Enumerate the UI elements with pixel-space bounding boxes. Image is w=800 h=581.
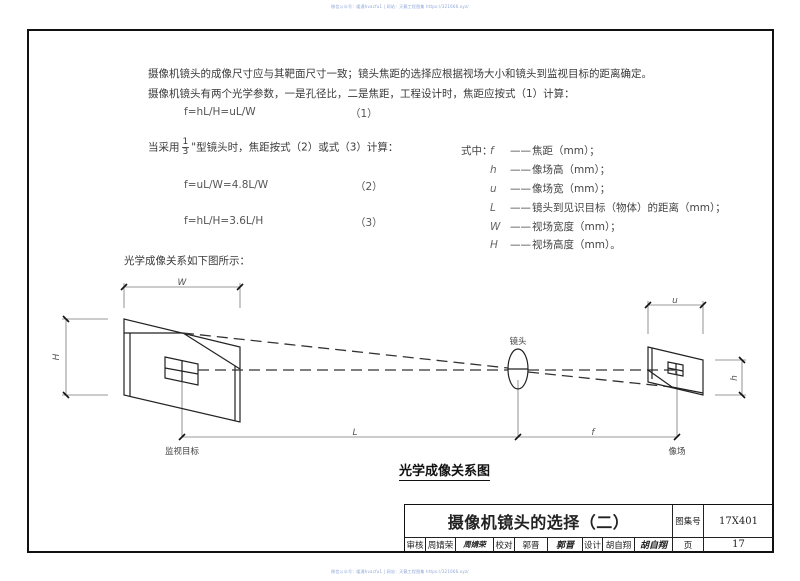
legend-desc: 视场高度（mm）。 <box>532 239 621 251</box>
paragraph-3-suffix: "型镜头时，焦距按式（2）或式（3）计算： <box>191 141 399 154</box>
formula-2-number: （2） <box>355 181 383 193</box>
atlas-number-label: 图集号 <box>672 505 703 537</box>
legend-desc: 视场宽度（mm）； <box>532 221 621 233</box>
reviewer-signature: 周婧荣 <box>455 537 493 552</box>
watermark-bottom: 微信公众号：暖通hvacfu1 | 网站：天籁工程图集 https://3216… <box>331 569 469 574</box>
legend-symbol: u <box>490 183 497 195</box>
legend-dash: —— <box>510 183 531 195</box>
paragraph-1: 摄像机镜头的成像尺寸应与其靶面尺寸一致；镜头焦距的选择应根据视场大小和镜头到监视… <box>148 68 652 80</box>
legend-dash: —— <box>510 239 531 251</box>
atlas-number: 17X401 <box>703 505 773 537</box>
label-lens: 镜头 <box>509 336 527 347</box>
dim-label-u: u <box>672 296 678 306</box>
watermark-top: 微信公众号：暖通hvacfu1 | 网站：天籁工程图集 https://3216… <box>331 4 469 9</box>
formula-3: f=hL/H=3.6L/H <box>184 215 264 227</box>
designer-name: 胡自翔 <box>602 537 634 552</box>
legend-desc: 像场高（mm）； <box>532 164 611 176</box>
legend-item: h ——像场高（mm）； <box>490 162 610 177</box>
label-monitor-target: 监视目标 <box>165 446 200 457</box>
dim-label-f: f <box>591 428 596 438</box>
dim-label-L: L <box>352 428 357 438</box>
legend-desc: 焦距（mm）； <box>532 145 600 157</box>
legend-item: f ——焦距（mm）； <box>490 143 600 158</box>
dim-label-W: W <box>178 278 188 288</box>
dim-label-H: H <box>52 353 62 360</box>
drawing-frame <box>27 29 774 553</box>
page-label: 页 <box>672 537 703 552</box>
legend-symbol: H <box>490 239 498 251</box>
legend-symbol: f <box>490 145 494 157</box>
fraction-denominator: 3 <box>182 147 189 157</box>
formula-3-number: （3） <box>355 217 383 229</box>
legend-symbol: L <box>490 202 496 214</box>
checker-name: 郭晋 <box>514 537 547 552</box>
dim-label-h: h <box>730 375 740 381</box>
formula-2: f=uL/W=4.8L/W <box>184 179 269 191</box>
legend-dash: —— <box>510 221 531 233</box>
figure-title: 光学成像关系图 <box>399 460 491 481</box>
legend-symbol: h <box>490 164 497 176</box>
legend-desc: 镜头到见识目标（物体）的距离（mm）； <box>532 202 726 214</box>
legend-item: W ——视场宽度（mm）； <box>490 219 621 234</box>
legend-dash: —— <box>510 202 531 214</box>
paragraph-2: 摄像机镜头有两个光学参数，一是孔径比，二是焦距，工程设计时，焦距应按式（1）计算… <box>148 88 575 100</box>
drawing-title: 摄像机镜头的选择（二） <box>447 513 630 532</box>
design-label: 设计 <box>582 537 602 552</box>
formula-1-number: （1） <box>350 108 378 120</box>
check-label: 校对 <box>493 537 514 552</box>
paragraph-4: 光学成像关系如下图所示： <box>124 255 250 267</box>
legend-item: H ——视场高度（mm）。 <box>490 237 621 252</box>
checker-signature: 郭晋 <box>547 537 582 552</box>
legend-item: u ——像场宽（mm）； <box>490 181 610 196</box>
legend-dash: —— <box>510 145 531 157</box>
page-number: 17 <box>703 537 773 552</box>
title-block: 摄像机镜头的选择（二） 图集号 17X401 审核 周婧荣 周婧荣 校对 郭晋 … <box>404 504 773 552</box>
label-image-field: 像场 <box>668 446 685 457</box>
legend-item: L ——镜头到见识目标（物体）的距离（mm）； <box>490 200 726 215</box>
legend-symbol: W <box>490 221 501 233</box>
legend-desc: 像场宽（mm）； <box>532 183 611 195</box>
designer-signature: 胡自翔 <box>634 537 672 552</box>
paragraph-3-prefix: 当采用 <box>148 141 180 154</box>
review-label: 审核 <box>406 540 424 551</box>
legend-dash: —— <box>510 164 531 176</box>
fraction-numerator: 1 <box>181 137 190 148</box>
reviewer-name: 周婧荣 <box>425 537 455 552</box>
formula-1: f=hL/H=uL/W <box>184 106 256 118</box>
legend-prefix: 式中： <box>461 145 493 157</box>
